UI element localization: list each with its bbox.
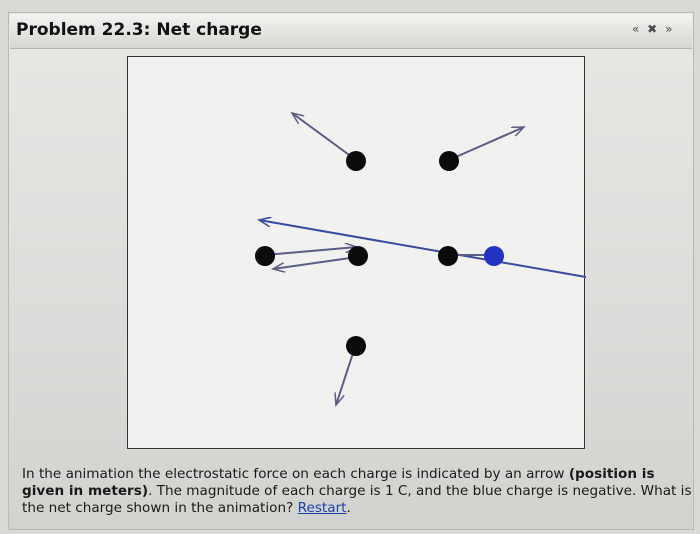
force-arrow-6 [336,346,356,405]
charge-4 [348,246,368,266]
animation-canvas [255,57,586,450]
caption-part1: In the animation the electrostatic force… [22,466,565,482]
charge-negative [484,246,504,266]
force-arrow-3 [264,247,357,256]
charge-5 [438,246,458,266]
charge-2 [439,151,459,171]
problem-header [10,14,692,49]
next-button[interactable]: » [665,22,675,36]
charge-3 [255,246,275,266]
charge-6 [346,336,366,356]
caption-part2: . The magnitude of each charge is 1 C, a… [22,483,692,516]
prev-button[interactable]: « [632,22,642,36]
force-arrow-1 [292,113,357,161]
force-arrow-blue [259,220,586,278]
reset-button[interactable]: ✖ [647,22,660,36]
caption-end: . [346,500,351,516]
nav-controls: « ✖ » [632,22,674,36]
problem-description: In the animation the electrostatic force… [22,466,692,517]
force-arrow-4 [273,256,358,269]
problem-title: Problem 22.3: Net charge [16,20,262,40]
charge-1 [346,151,366,171]
restart-link[interactable]: Restart [297,500,347,516]
animation-panel[interactable] [127,56,586,450]
caption-bold: (position is given in meters) [22,466,655,499]
force-arrow-2 [448,126,524,161]
